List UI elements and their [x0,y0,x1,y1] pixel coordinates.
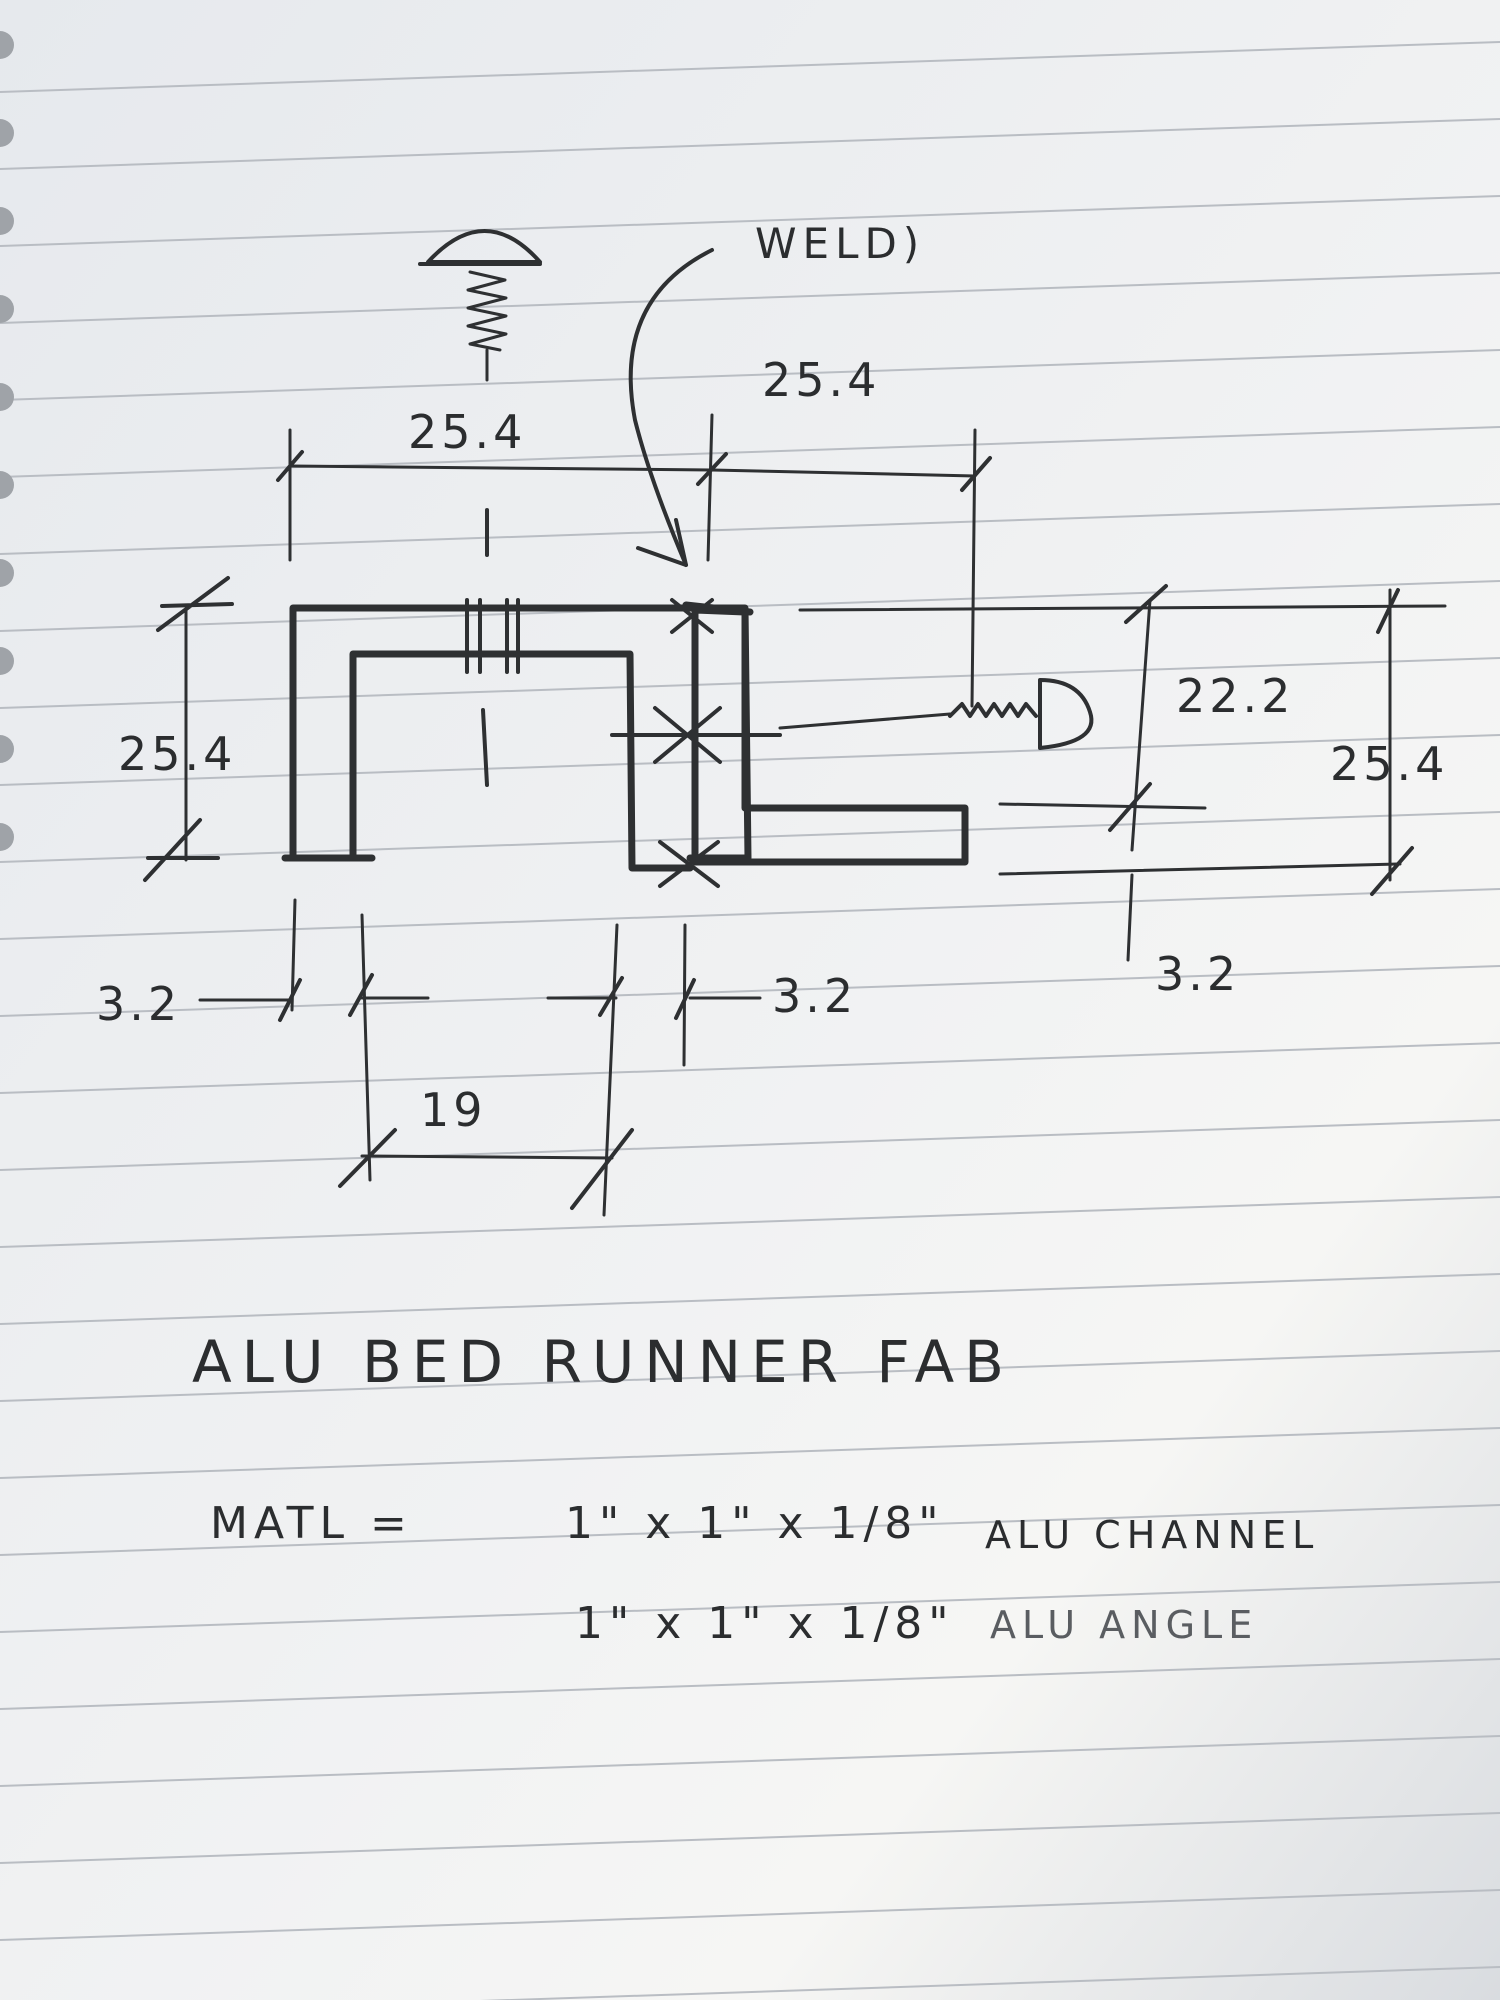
ruled-line [0,965,1500,1017]
binding-hole [0,295,14,323]
ruled-line [0,657,1500,709]
ruled-line [0,1658,1500,1710]
ruled-line [0,580,1500,632]
ruled-line [0,1042,1500,1094]
binding-hole [0,31,14,59]
ruled-line [0,272,1500,324]
binding-hole [0,471,14,499]
channel-height-label: 25.4 [118,727,236,781]
material-channel-size: 1" x 1" x 1/8" [565,1498,945,1549]
material-label: MATL = [210,1498,413,1549]
screw-icon [418,229,542,382]
material-angle-size: 1" x 1" x 1/8" [575,1598,955,1649]
ruled-line [0,1889,1500,1941]
ruled-line [0,41,1500,93]
left-height-dimension [143,576,234,882]
inner-width-label: 19 [420,1083,487,1137]
ruled-line [0,1427,1500,1479]
material-spec: MATL = 1" x 1" x 1/8" ALU CHANNEL 1" x 1… [210,1498,1319,1649]
ruled-line [0,1119,1500,1171]
angle-wall-label: 3.2 [1155,947,1240,1001]
bottom-dimensions [198,898,762,1217]
binding-holes [0,31,14,851]
left-wall-label: 3.2 [96,977,181,1031]
ruled-line [479,1966,1500,2000]
ruled-line [0,1581,1500,1633]
ruled-line [0,349,1500,401]
channel-width-label: 25.4 [408,405,526,459]
weld-label: WELD) [755,219,925,268]
angle-inner-height-label: 22.2 [1176,669,1294,723]
angle-width-label: 25.4 [762,353,880,407]
weld-leader-arrow [628,248,714,567]
material-channel-desc: ALU CHANNEL [985,1513,1319,1557]
ruled-line [0,1735,1500,1787]
binding-hole [0,119,14,147]
cross-section-drawing: 25.4 25.4 25.4 22.2 25.4 3.2 3.2 3.2 19 … [96,219,1448,1217]
right-wall-label: 3.2 [772,969,857,1023]
bolt-icon [778,678,1094,750]
ruled-line [0,1196,1500,1248]
right-dimensions [998,584,1414,962]
binding-hole [0,735,14,763]
binding-hole [0,383,14,411]
alu-angle-profile [682,601,969,866]
ruled-line [0,426,1500,478]
angle-height-label: 25.4 [1330,737,1448,791]
ruled-line [0,503,1500,555]
binding-hole [0,207,14,235]
ruled-line [0,195,1500,247]
ruled-line [0,118,1500,170]
ruled-line [0,1350,1500,1402]
ruled-line [0,1504,1500,1556]
ruled-line [0,1273,1500,1325]
drawing-title: ALU BED RUNNER FAB [192,1328,1014,1396]
weld-marks [610,598,782,888]
material-angle-desc: ALU ANGLE [990,1603,1258,1647]
top-dimensions [276,413,1447,708]
binding-hole [0,823,14,851]
binding-hole [0,559,14,587]
binding-hole [0,647,14,675]
ruled-line [0,1812,1500,1864]
ruled-line [0,888,1500,940]
